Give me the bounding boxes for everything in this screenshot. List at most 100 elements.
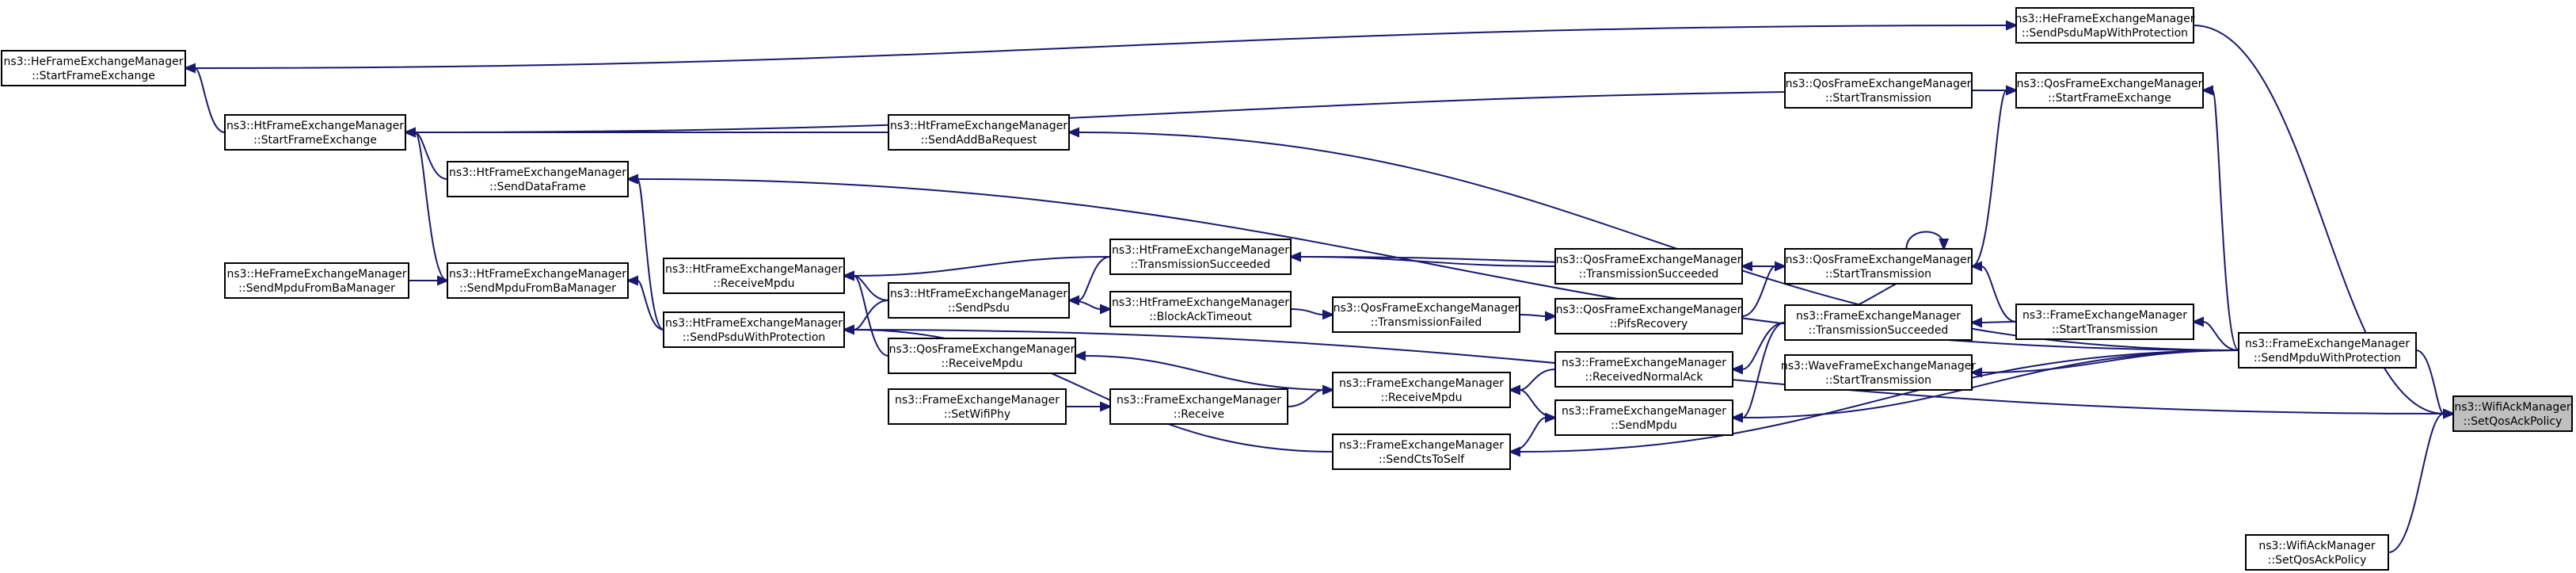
edge-line — [2212, 90, 2239, 351]
edge-line — [1519, 369, 1556, 391]
graph-node-fem-sendmpdu[interactable]: ns3::FrameExchangeManager::SendMpdu — [1554, 399, 1733, 436]
call-edge — [1969, 350, 2239, 378]
edge-line — [853, 275, 889, 357]
graph-node-fem-recvmpdu[interactable]: ns3::FrameExchangeManager::ReceiveMpdu — [1332, 372, 1511, 408]
graph-node-fem-starttx[interactable]: ns3::FrameExchangeManager::StartTransmis… — [2015, 304, 2194, 340]
graph-node-fem-setwifiphy[interactable]: ns3::FrameExchangeManager::SetWifiPhy — [888, 388, 1067, 425]
node-label-class: ns3::HtFrameExchangeManager — [449, 166, 626, 179]
edge-line — [1981, 350, 2239, 373]
node-label-method: ::TransmissionSucceeded — [1809, 324, 1949, 337]
call-edge — [403, 90, 2017, 138]
edge-arrowhead — [1322, 309, 1335, 320]
node-label-method: ::PifsRecovery — [1610, 318, 1688, 330]
node-box — [2015, 7, 2194, 44]
graph-node-fem-receive[interactable]: ns3::FrameExchangeManager::Receive — [1109, 388, 1288, 425]
graph-node-ht-recvmpdu[interactable]: ns3::HtFrameExchangeManager::ReceiveMpdu — [663, 258, 845, 294]
node-label-method: ::SendPsduMapWithProtection — [2022, 27, 2188, 40]
edge-arrowhead — [1100, 304, 1113, 315]
node-label-class: ns3::FrameExchangeManager — [2245, 338, 2410, 350]
graph-node-ht-senddata[interactable]: ns3::HtFrameExchangeManager::SendDataFra… — [447, 161, 629, 197]
node-label-method: ::SetQosAckPolicy — [2464, 415, 2563, 428]
edge-arrowhead — [1939, 239, 1950, 251]
node-box — [1332, 434, 1511, 470]
graph-node-wave-starttx[interactable]: ns3::WaveFrameExchangeManager::StartTran… — [1781, 354, 1977, 391]
node-box — [224, 262, 409, 299]
node-label-method: ::StartTransmission — [1825, 268, 1931, 281]
node-box — [1332, 372, 1511, 408]
graph-node-fem-sendmpduwithprot[interactable]: ns3::FrameExchangeManager::SendMpduWithP… — [2238, 332, 2417, 369]
graph-node-ht-blockacktimeout[interactable]: ns3::HtFrameExchangeManager::BlockAckTim… — [1109, 291, 1292, 327]
graph-node-qos-starttx-left[interactable]: ns3::QosFrameExchangeManager::StartTrans… — [1784, 72, 1973, 109]
node-box — [888, 114, 1070, 151]
graph-node-target[interactable]: ns3::WifiAckManager::SetQosAckPolicy — [2452, 395, 2573, 432]
graph-node-ht-sendpsduwithprot[interactable]: ns3::HtFrameExchangeManager::SendPsduWit… — [663, 311, 845, 348]
graph-node-qos-starttx[interactable]: ns3::QosFrameExchangeManager::StartTrans… — [1784, 248, 1973, 285]
node-label-class: ns3::FrameExchangeManager — [1339, 439, 1504, 452]
graph-node-he-sendpsdumap[interactable]: ns3::HeFrameExchangeManager::SendPsduMap… — [2015, 7, 2195, 44]
graph-node-fem-sendctstoself[interactable]: ns3::FrameExchangeManager::SendCtsToSelf — [1332, 434, 1511, 470]
node-label-class: ns3::HtFrameExchangeManager — [449, 268, 626, 281]
node-label-class: ns3::FrameExchangeManager — [1796, 310, 1961, 323]
edge-line — [637, 280, 664, 330]
node-label-class: ns3::HeFrameExchangeManager — [3, 55, 183, 68]
edge-arrowhead — [1969, 261, 1982, 272]
edge-arrowhead — [2006, 20, 2019, 31]
edge-line — [1741, 322, 1786, 418]
node-box — [1784, 304, 1973, 341]
edge-line — [1084, 355, 1334, 391]
call-edge — [408, 275, 450, 286]
node-label-method: ::TransmissionSucceeded — [1579, 268, 1719, 281]
graph-node-qos-txfailed[interactable]: ns3::QosFrameExchangeManager::Transmissi… — [1332, 296, 1520, 333]
node-label-class: ns3::HtFrameExchangeManager — [665, 317, 843, 330]
edge-line — [1287, 389, 1324, 407]
graph-node-qos-pifs[interactable]: ns3::QosFrameExchangeManager::PifsRecove… — [1554, 298, 1743, 334]
graph-node-ht-sendpsdu[interactable]: ns3::HtFrameExchangeManager::SendPsdu — [888, 282, 1070, 319]
edge-line — [1519, 350, 2239, 453]
node-box — [1332, 296, 1520, 333]
call-edge — [1508, 384, 1556, 418]
call-edge — [1969, 317, 2017, 328]
call-edge — [403, 127, 448, 281]
node-box — [1109, 239, 1292, 275]
call-edge — [403, 127, 888, 138]
node-label-class: ns3::HeFrameExchangeManager — [226, 268, 406, 281]
graph-node-fem-recvnormalack[interactable]: ns3::FrameExchangeManager::ReceivedNorma… — [1554, 351, 1733, 388]
edge-line — [853, 329, 1334, 453]
node-label-method: ::SetWifiPhy — [944, 408, 1010, 421]
node-label-class: ns3::HeFrameExchangeManager — [2015, 13, 2194, 25]
call-edge — [626, 174, 664, 330]
call-nodes: ns3::WifiAckManager::SetQosAckPolicyns3:… — [1, 7, 2573, 571]
graph-node-qos-startfe[interactable]: ns3::QosFrameExchangeManager::StartFrame… — [2015, 72, 2204, 109]
call-edge — [842, 256, 1111, 281]
graph-node-qos-recvmpdu[interactable]: ns3::QosFrameExchangeManager::ReceiveMpd… — [888, 338, 1076, 374]
graph-node-ht-sendaddba[interactable]: ns3::HtFrameExchangeManager::SendAddBaRe… — [888, 114, 1070, 151]
node-label-method: ::StartFrameExchange — [253, 134, 377, 147]
graph-node-fem-txsucc[interactable]: ns3::FrameExchangeManager::TransmissionS… — [1784, 304, 1973, 341]
node-box — [1554, 248, 1743, 285]
graph-node-qos-txsucc[interactable]: ns3::QosFrameExchangeManager::Transmissi… — [1554, 248, 1743, 285]
node-label-method: ::ReceiveMpdu — [1381, 392, 1463, 404]
graph-node-ht-txsucc[interactable]: ns3::HtFrameExchangeManager::Transmissio… — [1109, 239, 1292, 275]
call-edge — [1741, 261, 1787, 317]
edge-arrowhead — [842, 324, 854, 335]
node-label-method: ::SendMpduFromBaManager — [459, 282, 616, 295]
edge-arrowhead — [2443, 408, 2456, 419]
node-box — [888, 388, 1067, 425]
node-box — [1554, 399, 1733, 436]
graph-node-he-startfe[interactable]: ns3::HeFrameExchangeManager::StartFrameE… — [1, 50, 186, 86]
node-label-method: ::SetQosAckPolicy — [2268, 554, 2367, 567]
call-edge — [1287, 384, 1335, 407]
edge-line — [853, 256, 1111, 277]
graph-node-ht-startfe[interactable]: ns3::HtFrameExchangeManager::StartFrameE… — [224, 114, 406, 151]
node-box — [1784, 354, 1973, 391]
node-label-class: ns3::FrameExchangeManager — [1339, 377, 1504, 390]
call-edge — [2191, 316, 2239, 351]
graph-node-he-sendmpdufromba[interactable]: ns3::HeFrameExchangeManager::SendMpduFro… — [224, 262, 409, 299]
node-label-method: ::SendDataFrame — [489, 181, 586, 193]
graph-node-ht-sendmpdufromba[interactable]: ns3::HtFrameExchangeManager::SendMpduFro… — [447, 262, 629, 299]
node-label-class: ns3::WaveFrameExchangeManager — [1781, 360, 1977, 372]
graph-node-wifiack-setqosackpolicy[interactable]: ns3::WifiAckManager::SetQosAckPolicy — [2245, 534, 2389, 571]
node-label-class: ns3::QosFrameExchangeManager — [1556, 304, 1742, 316]
node-label-method: ::StartTransmission — [1825, 374, 1931, 387]
